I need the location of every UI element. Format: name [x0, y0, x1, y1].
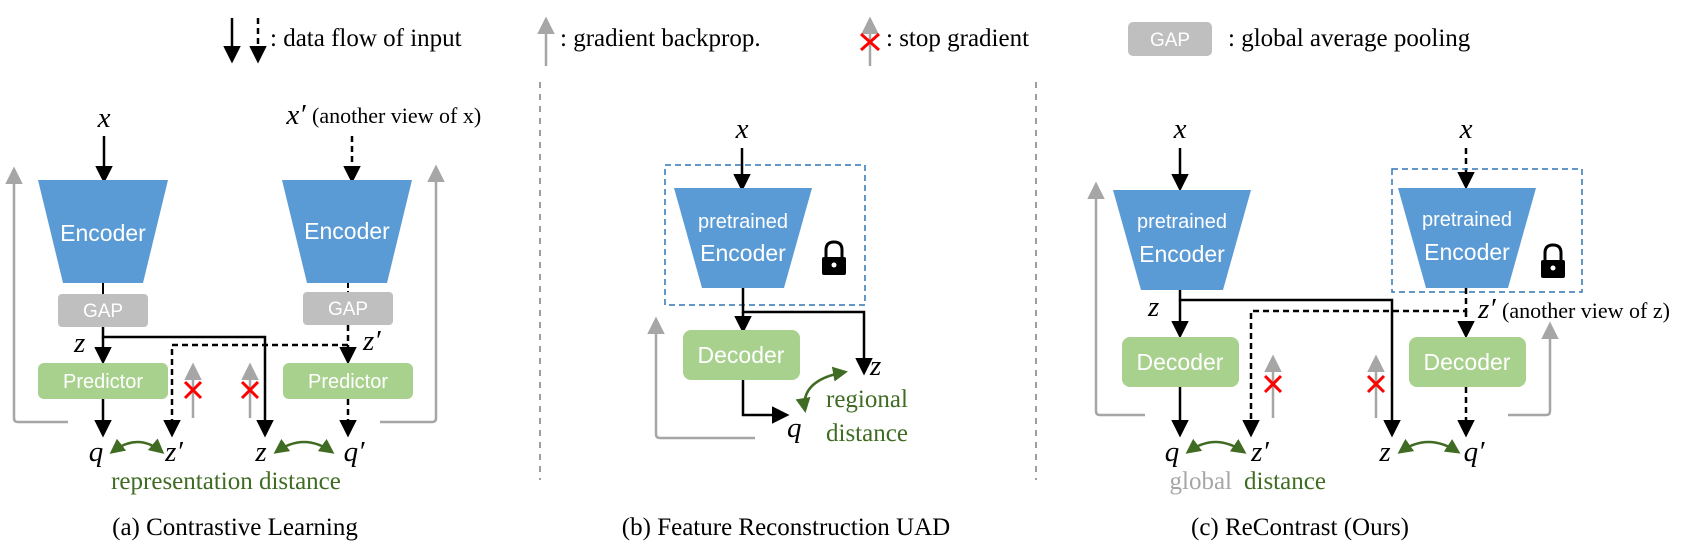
- out-q-prime: q′: [1464, 436, 1486, 468]
- legend-stop-gradient: : stop gradient: [886, 25, 1029, 52]
- gap-left: [58, 294, 148, 327]
- lock-icon: [822, 240, 846, 275]
- pretrained-encoder-left: [1113, 190, 1251, 290]
- caption-a: (a) Contrastive Learning: [112, 514, 358, 541]
- encoder-left-label: Encoder: [60, 220, 146, 246]
- gap-right-label: GAP: [328, 299, 368, 320]
- legend-gap-box: [1128, 22, 1212, 56]
- backprop-loop-right: [380, 164, 445, 424]
- stop-gradient-icon: [1366, 374, 1386, 394]
- pretrained-encoder-right: [1398, 188, 1536, 288]
- stop-gradient-icon: [860, 16, 880, 66]
- gap-left-label: GAP: [83, 301, 123, 322]
- decoder-left: [1122, 337, 1239, 387]
- caption-b: (b) Feature Reconstruction UAD: [622, 514, 950, 541]
- out-z: z: [1378, 436, 1390, 468]
- label-z-prime: z′: [1477, 293, 1496, 325]
- another-view-note: (another view of x): [312, 103, 481, 128]
- panel-recontrast: x x pretrained Encoder pretrained Encode…: [1087, 113, 1670, 541]
- pretrained-encoder: [674, 188, 812, 288]
- decoder-left-label: Decoder: [1137, 349, 1224, 375]
- another-view-note: (another view of z): [1502, 298, 1670, 323]
- encoder-right-line2: Encoder: [1424, 239, 1510, 265]
- input-x-prime: x′: [285, 99, 306, 131]
- encoder-left-line1: pretrained: [1137, 211, 1227, 233]
- decoder-right-label: Decoder: [1424, 349, 1511, 375]
- encoder-label-line2: Encoder: [700, 240, 786, 266]
- out-z-prime: z′: [164, 436, 183, 468]
- stop-gradient-icon: [240, 380, 260, 400]
- legend: : data flow of input : gradient backprop…: [223, 16, 1471, 66]
- backprop-loop-left: [1087, 181, 1145, 417]
- legend-gradient: : gradient backprop.: [560, 25, 761, 52]
- encoder-right-label: Encoder: [304, 218, 390, 244]
- distance-label: distance: [1244, 468, 1326, 495]
- decoder-label: Decoder: [698, 342, 785, 368]
- stop-gradient-icon: [183, 380, 203, 400]
- decoder: [683, 330, 800, 380]
- label-z: z: [1147, 291, 1159, 323]
- out-z-prime: z′: [1250, 436, 1269, 468]
- frozen-encoder-box: [664, 164, 866, 306]
- panel-feature-reconstruction: x pretrained Encoder Decoder z q regiona…: [622, 113, 950, 541]
- representation-distance: representation distance: [111, 468, 341, 495]
- out-q: q: [787, 412, 802, 444]
- label-z-prime: z′: [362, 325, 381, 357]
- caption-c: (c) ReContrast (Ours): [1191, 514, 1409, 541]
- out-z: z: [869, 350, 881, 382]
- out-q: q: [1165, 436, 1180, 468]
- decoder-right: [1409, 337, 1526, 387]
- out-z: z: [254, 436, 266, 468]
- regional-label: regional: [826, 386, 908, 413]
- out-q: q: [89, 436, 104, 468]
- panel-contrastive-learning: x x′ (another view of x) Encoder Encoder…: [5, 99, 481, 541]
- stop-gradient-icon: [1263, 374, 1283, 394]
- predictor-left: [38, 363, 168, 399]
- legend-gap-label: GAP: [1150, 30, 1190, 51]
- input-x: x: [735, 113, 749, 145]
- backprop-loop-left: [5, 166, 68, 424]
- predictor-right: [283, 363, 413, 399]
- input-x-right: x: [1459, 113, 1473, 145]
- encoder-left-line2: Encoder: [1139, 241, 1225, 267]
- encoder-right-line1: pretrained: [1422, 209, 1512, 231]
- encoder-left: [38, 180, 168, 283]
- frozen-encoder-box: [1391, 168, 1583, 293]
- lock-icon: [1541, 243, 1565, 278]
- backprop-loop-right: [1508, 321, 1559, 417]
- encoder-label-line1: pretrained: [698, 211, 788, 233]
- backprop-loop: [647, 316, 755, 440]
- predictor-left-label: Predictor: [63, 371, 143, 393]
- input-x-left: x: [1173, 113, 1187, 145]
- legend-data-flow: : data flow of input: [270, 25, 462, 52]
- global-label: global: [1170, 468, 1233, 495]
- out-q-prime: q′: [344, 436, 366, 468]
- gap-right: [303, 292, 393, 325]
- data-flow-arrows-icon: [223, 18, 267, 64]
- label-z: z: [73, 327, 85, 359]
- input-x: x: [97, 102, 111, 134]
- predictor-right-label: Predictor: [308, 371, 388, 393]
- distance-label: distance: [826, 420, 908, 447]
- encoder-right: [282, 180, 412, 283]
- legend-gap-desc: : global average pooling: [1228, 25, 1471, 52]
